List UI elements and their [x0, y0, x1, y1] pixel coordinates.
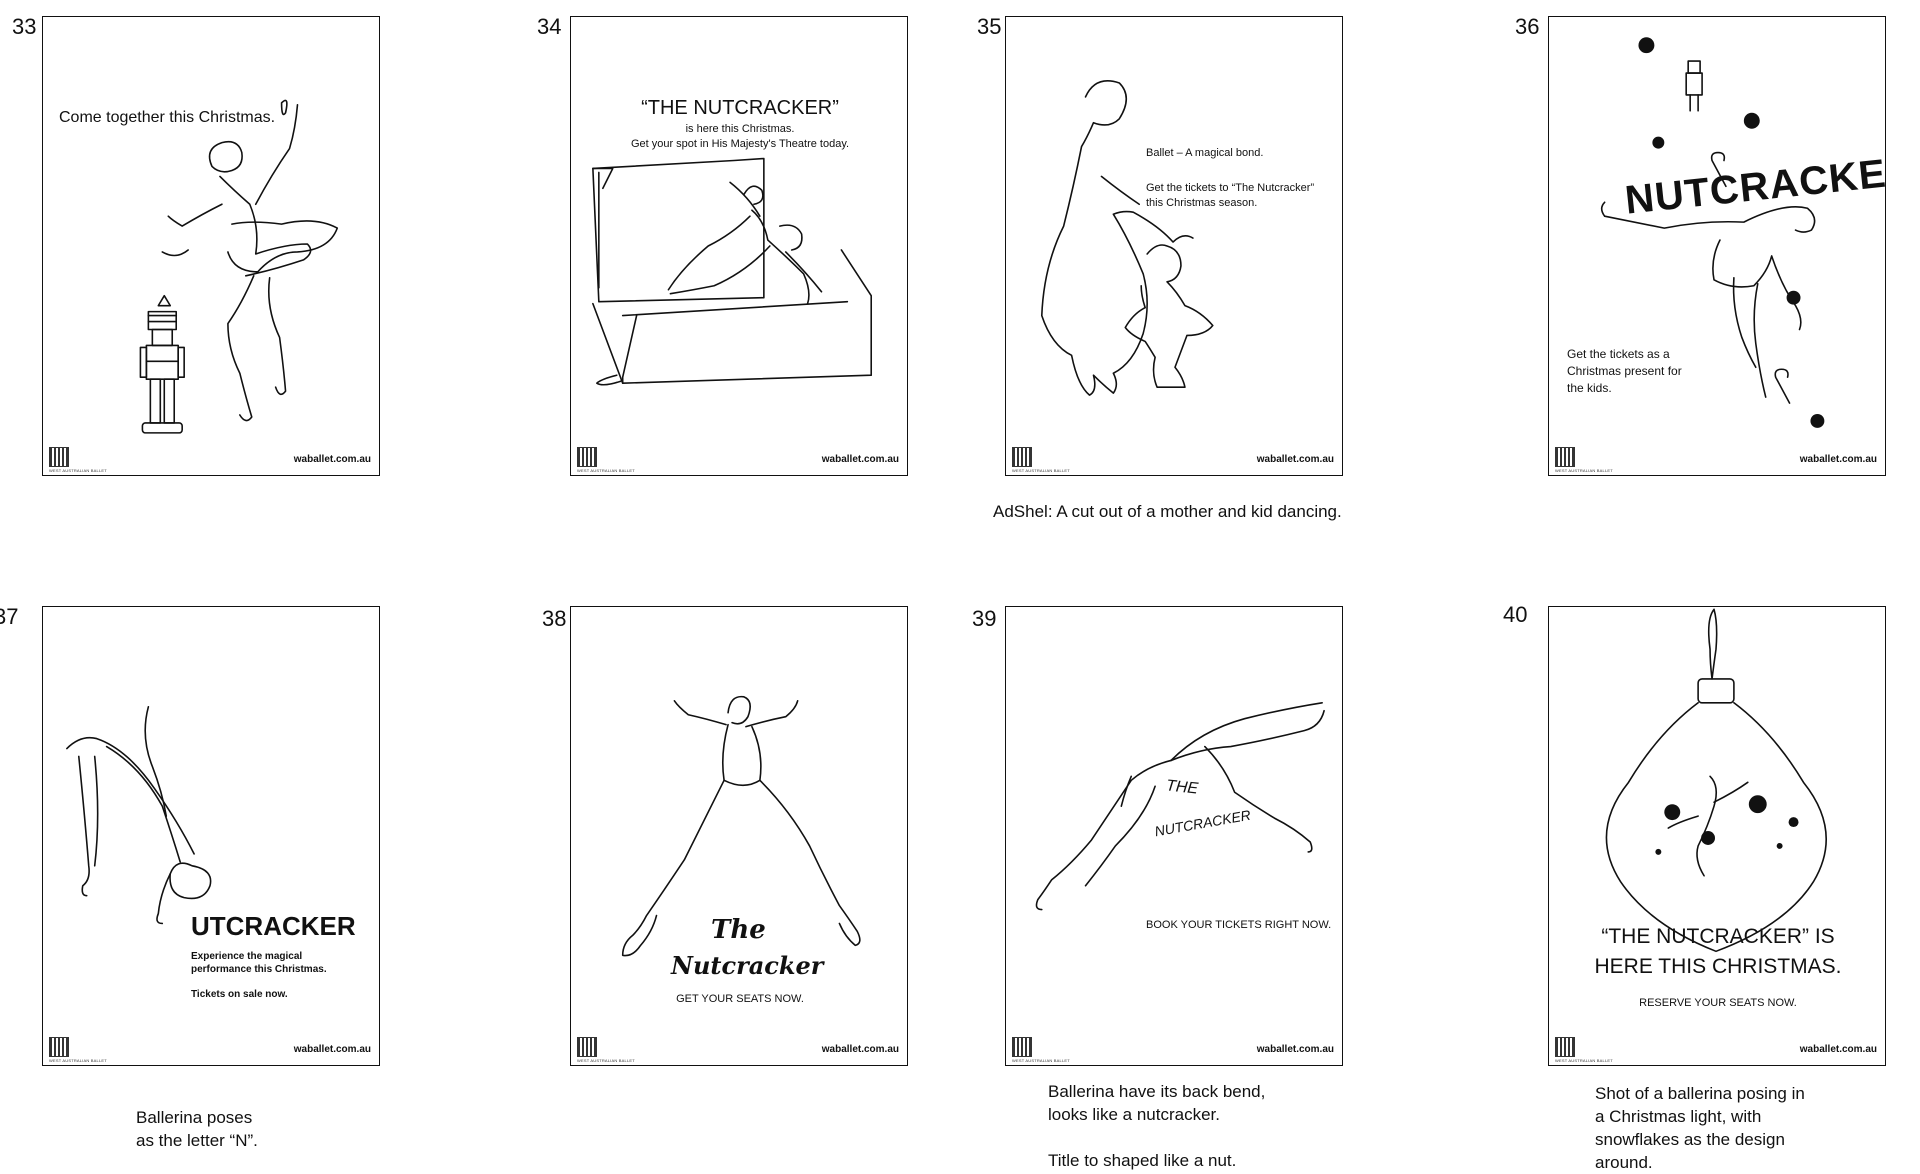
ballerina-snowflakes-illustration: [1600, 37, 1825, 428]
qr-code: [1012, 1037, 1032, 1057]
poster-36[interactable]: NUTCRACKER Get the tickets as a Christma…: [1548, 16, 1886, 476]
website-url: waballet.com.au: [1799, 1044, 1877, 1055]
poster-title: “THE NUTCRACKER” IS: [1601, 925, 1835, 948]
poster-title: HERE THIS CHRISTMAS.: [1594, 955, 1842, 978]
poster-number: 37: [0, 604, 19, 629]
website-url: waballet.com.au: [1256, 454, 1334, 465]
poster-title-the: THE: [1165, 777, 1199, 798]
poster-40[interactable]: “THE NUTCRACKER” IS HERE THIS CHRISTMAS.…: [1548, 606, 1886, 1066]
poster-cta: GET YOUR SEATS NOW.: [676, 993, 804, 1005]
website-url: waballet.com.au: [821, 454, 899, 465]
poster-39[interactable]: THE NUTCRACKER BOOK YOUR TICKETS RIGHT N…: [1005, 606, 1343, 1066]
qr-code: [577, 447, 597, 467]
poster-text: Tickets on sale now.: [191, 989, 288, 1000]
poster-number: 38: [542, 606, 567, 631]
poster-33[interactable]: Come together this Christmas. WEST AUSTR…: [42, 16, 380, 476]
qr-caption: WEST AUSTRALIAN BALLET: [1555, 468, 1613, 473]
poster-number: 35: [977, 14, 1002, 39]
poster-number: 34: [537, 14, 562, 39]
poster-34[interactable]: “THE NUTCRACKER” is here this Christmas.…: [570, 16, 908, 476]
poster-38[interactable]: The Nutcracker GET YOUR SEATS NOW. WEST …: [570, 606, 908, 1066]
qr-caption: WEST AUSTRALIAN BALLET: [49, 1058, 107, 1063]
poster-37-caption: Ballerina poses as the letter “N”.: [136, 1108, 258, 1150]
poster-text: Get the tickets to “The Nutcracker”: [1146, 182, 1315, 194]
poster-number: 39: [972, 606, 997, 631]
website-url: waballet.com.au: [293, 1044, 371, 1055]
poster-cta: BOOK YOUR TICKETS RIGHT NOW.: [1146, 919, 1332, 931]
poster-title: “THE NUTCRACKER”: [641, 97, 839, 119]
christmas-ornament-illustration: [1605, 608, 1827, 953]
website-url: waballet.com.au: [821, 1044, 899, 1055]
poster-text: Christmas present for: [1567, 364, 1682, 378]
qr-caption: WEST AUSTRALIAN BALLET: [1555, 1058, 1613, 1063]
qr-caption: WEST AUSTRALIAN BALLET: [577, 1058, 635, 1063]
poster-text: Ballet – A magical bond.: [1146, 147, 1264, 159]
music-box-dancers-illustration: [592, 157, 873, 386]
qr-code: [1555, 447, 1575, 467]
poster-text: this Christmas season.: [1146, 197, 1258, 209]
mother-kid-cutout-illustration: [1040, 80, 1214, 396]
qr-caption: WEST AUSTRALIAN BALLET: [1012, 468, 1070, 473]
qr-caption: WEST AUSTRALIAN BALLET: [49, 468, 107, 473]
poster-headline: Come together this Christmas.: [59, 109, 276, 126]
leaping-dancer-illustration: [621, 695, 861, 957]
qr-caption: WEST AUSTRALIAN BALLET: [1012, 1058, 1070, 1063]
poster-text: Get the tickets as a: [1567, 347, 1670, 361]
poster-text: Experience the magical: [191, 951, 303, 962]
back-bend-ballerina-illustration: [1035, 701, 1325, 911]
poster-title: UTCRACKER: [191, 911, 356, 941]
poster-35-caption: AdShel: A cut out of a mother and kid da…: [993, 502, 1342, 521]
qr-caption: WEST AUSTRALIAN BALLET: [577, 468, 635, 473]
poster-number: 40: [1503, 602, 1528, 627]
poster-text: the kids.: [1567, 381, 1612, 395]
poster-title-the: The: [711, 915, 766, 945]
website-url: waballet.com.au: [1256, 1044, 1334, 1055]
website-url: waballet.com.au: [293, 454, 371, 465]
poster-subtitle: is here this Christmas.: [685, 123, 795, 135]
ballerina-nutcracker-illustration: [139, 99, 339, 434]
qr-code: [49, 1037, 69, 1057]
poster-number: 36: [1515, 14, 1540, 39]
poster-title-nutcracker: Nutcracker: [671, 951, 824, 980]
poster-39-caption: Ballerina have its back bend, looks like…: [1048, 1082, 1266, 1170]
poster-35[interactable]: Ballet – A magical bond. Get the tickets…: [1005, 16, 1343, 476]
poster-37[interactable]: UTCRACKER Experience the magical perform…: [42, 606, 380, 1066]
qr-code: [49, 447, 69, 467]
qr-code: [577, 1037, 597, 1057]
poster-subtitle: Get your spot in His Majesty's Theatre t…: [630, 138, 850, 150]
poster-40-caption: Shot of a ballerina posing in a Christma…: [1595, 1084, 1805, 1172]
website-url: waballet.com.au: [1799, 454, 1877, 465]
poster-cta: RESERVE YOUR SEATS NOW.: [1639, 997, 1797, 1009]
poster-number: 33: [12, 14, 37, 39]
poster-text: performance this Christmas.: [191, 964, 327, 975]
qr-code: [1555, 1037, 1575, 1057]
ballerina-letter-n-illustration: [66, 705, 212, 925]
qr-code: [1012, 447, 1032, 467]
